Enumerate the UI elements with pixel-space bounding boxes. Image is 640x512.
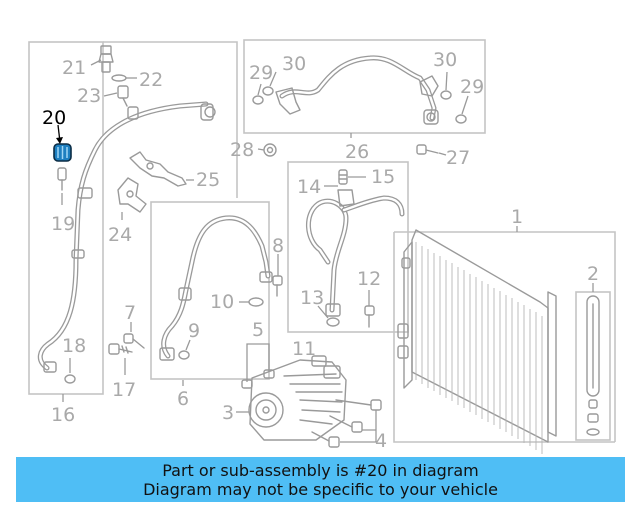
group-box-26 — [243, 39, 486, 134]
valve-23 — [117, 85, 129, 107]
part-20-highlighted — [53, 143, 72, 162]
hose-assembly-16 — [37, 101, 216, 373]
nut-28 — [263, 143, 277, 157]
callout-15: 15 — [371, 166, 395, 188]
bolt-7 — [123, 333, 145, 349]
bolt-17 — [108, 343, 133, 355]
pressure-sensor-21 — [98, 45, 114, 73]
banner-line-1: Part or sub-assembly is #20 in diagram — [162, 460, 479, 480]
callout-29-right: 29 — [460, 76, 484, 98]
callout-7: 7 — [124, 302, 136, 324]
hose-assembly-6 — [159, 215, 273, 361]
leader-lines — [56, 59, 594, 443]
callout-4: 4 — [375, 430, 387, 452]
callout-26: 26 — [345, 141, 369, 163]
bolt-12 — [364, 305, 375, 328]
compressor-3 — [248, 355, 347, 441]
group-box-1 — [394, 231, 616, 442]
group-box-16-extension — [103, 41, 238, 198]
o-ring-29-left — [252, 95, 264, 105]
group-box-16 — [28, 41, 104, 395]
bolts-4 — [311, 399, 382, 448]
sensor-15 — [338, 169, 348, 185]
receiver-drier-2 — [575, 291, 611, 441]
callout-5: 5 — [252, 319, 264, 341]
callout-16: 16 — [51, 404, 75, 426]
callout-14: 14 — [297, 176, 321, 198]
bolt-27 — [416, 144, 439, 155]
group-box-6 — [150, 201, 270, 380]
o-ring-30-right — [440, 90, 452, 100]
callout-20: 20 — [42, 107, 66, 129]
callout-28: 28 — [230, 139, 254, 161]
valve-core-19 — [57, 167, 67, 191]
bolt-8 — [272, 275, 283, 297]
callout-30-right: 30 — [433, 49, 457, 71]
o-ring-10 — [248, 297, 264, 307]
parts-diagram: 21 22 23 20 19 24 25 16 18 17 7 29 30 30… — [28, 39, 616, 454]
callout-1: 1 — [511, 206, 523, 228]
callout-27: 27 — [446, 147, 470, 169]
o-ring-13 — [326, 317, 340, 327]
callout-2: 2 — [587, 263, 599, 285]
o-ring-30-left — [262, 86, 274, 96]
banner-line-2: Diagram may not be specific to your vehi… — [143, 479, 498, 499]
bracket-24 — [117, 177, 147, 213]
hose-assembly-26 — [275, 55, 439, 125]
callout-17: 17 — [112, 379, 136, 401]
o-ring-9 — [178, 350, 190, 360]
condenser-1 — [397, 229, 557, 454]
callout-9: 9 — [188, 320, 200, 342]
bracket-25 — [129, 151, 187, 187]
callout-18: 18 — [62, 335, 86, 357]
callout-8: 8 — [272, 235, 284, 257]
callout-12: 12 — [357, 268, 381, 290]
callout-22: 22 — [139, 69, 163, 91]
callout-21: 21 — [62, 57, 86, 79]
o-ring-29-right — [455, 114, 467, 124]
info-banner: Part or sub-assembly is #20 in diagram D… — [16, 457, 625, 502]
callout-19: 19 — [51, 213, 75, 235]
callout-29-left: 29 — [249, 62, 273, 84]
callout-10: 10 — [210, 291, 234, 313]
o-ring-18 — [64, 374, 76, 384]
callout-11: 11 — [292, 338, 316, 360]
callout-3: 3 — [222, 402, 234, 424]
group-box-1-left — [393, 232, 615, 443]
callout-25: 25 — [196, 169, 220, 191]
callout-6: 6 — [177, 388, 189, 410]
callout-30-left: 30 — [282, 53, 306, 75]
o-ring-22 — [111, 74, 127, 82]
callout-24: 24 — [108, 224, 132, 246]
callout-23: 23 — [77, 85, 101, 107]
hose-assembly-11 — [306, 189, 405, 317]
callout-13: 13 — [300, 287, 324, 309]
